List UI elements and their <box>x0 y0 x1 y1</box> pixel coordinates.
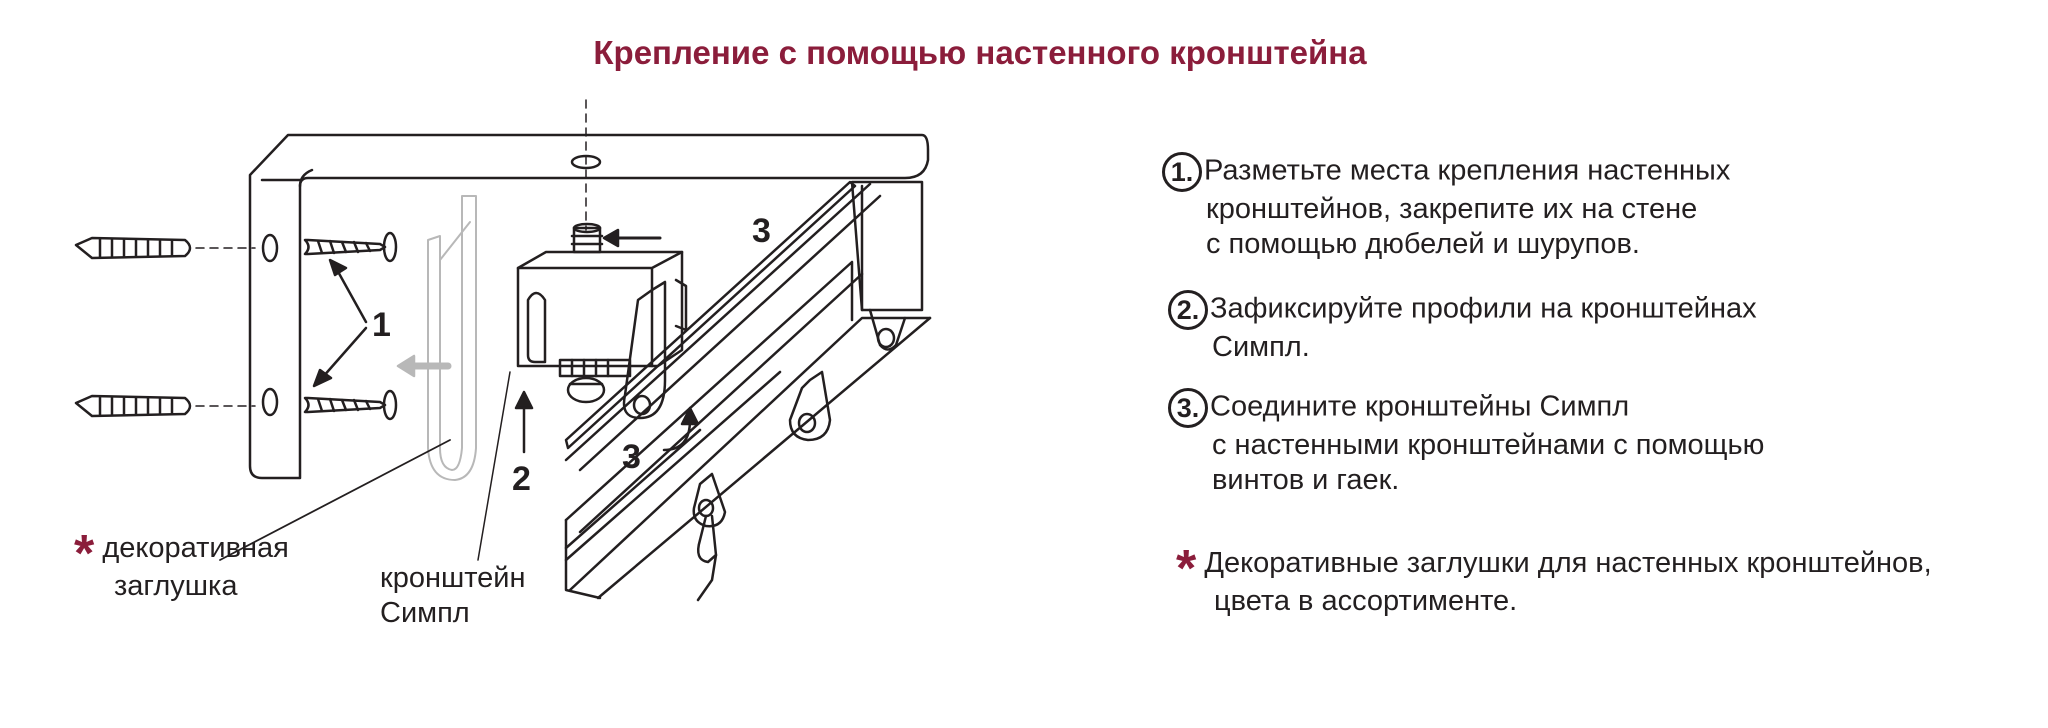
bracket-top-hole <box>570 154 602 170</box>
bolt-top <box>570 222 604 254</box>
cap-leader-line <box>219 439 451 561</box>
step-1: 1.Разметьте места крепления настенных кр… <box>1162 152 1730 262</box>
step-3-line3: винтов и гаек. <box>1212 464 1400 496</box>
note-line2: цвета в ассортименте. <box>1214 585 1518 617</box>
note-line1: Декоративные заглушки для настенных крон… <box>1204 547 1932 579</box>
step-3-number: 3. <box>1168 388 1208 428</box>
step-3: 3.Соедините кронштейны Симпл с настенным… <box>1168 388 1764 498</box>
decorative-cap-ghost <box>427 195 477 481</box>
decorative-cap-label: * декоративная заглушка <box>74 525 289 604</box>
asterisk-icon: * <box>74 525 95 583</box>
callout-2: 2 <box>512 460 531 498</box>
asterisk-icon: * <box>1176 540 1197 598</box>
bracket-hole-lower <box>261 387 279 417</box>
simple-bracket-label: кронштейн Симпл <box>380 561 526 631</box>
cap-label-line1: декоративная <box>102 532 289 564</box>
callout-3-top: 3 <box>752 212 771 250</box>
step-2-line1: Зафиксируйте профили на кронштейнах <box>1210 292 1757 325</box>
note: * Декоративные заглушки для настенных кр… <box>1176 540 1932 619</box>
step-1-line3: с помощью дюбелей и шурупов. <box>1206 228 1640 260</box>
page-title: Крепление с помощью настенного кронштейн… <box>593 34 1367 71</box>
step-3-line1: Соедините кронштейны Симпл <box>1210 390 1630 423</box>
dowel-lower <box>74 394 192 418</box>
step-2-line2: Симпл. <box>1212 331 1310 363</box>
step-1-line1: Разметьте места крепления настенных <box>1204 154 1731 187</box>
simple-bracket-block <box>516 250 688 420</box>
dowel-upper <box>74 236 192 260</box>
step-1-line2: кронштейнов, закрепите их на стене <box>1206 193 1698 225</box>
wall-bracket <box>248 133 930 480</box>
rail-profile-upper <box>564 180 882 472</box>
rail-profile-main <box>564 180 932 600</box>
bolt-bottom <box>558 358 632 404</box>
step-2: 2.Зафиксируйте профили на кронштейнах Си… <box>1168 290 1757 365</box>
screw-lower <box>303 389 398 421</box>
bracket-label-line1: кронштейн <box>380 562 526 594</box>
bracket-label-line2: Симпл <box>380 597 470 629</box>
step-1-number: 1. <box>1162 152 1202 192</box>
callout-1: 1 <box>372 306 391 344</box>
bracket-hole-upper <box>261 233 279 263</box>
bracket-leader-line <box>477 371 511 561</box>
step-3-line2: с настенными кронштейнами с помощью <box>1212 429 1765 461</box>
glider-mid <box>788 370 832 442</box>
step-2-number: 2. <box>1168 290 1208 330</box>
screw-upper <box>303 231 398 263</box>
glider-hook-lower <box>692 472 727 602</box>
callout-3-bottom: 3 <box>622 438 641 476</box>
cap-label-line2: заглушка <box>114 570 238 602</box>
